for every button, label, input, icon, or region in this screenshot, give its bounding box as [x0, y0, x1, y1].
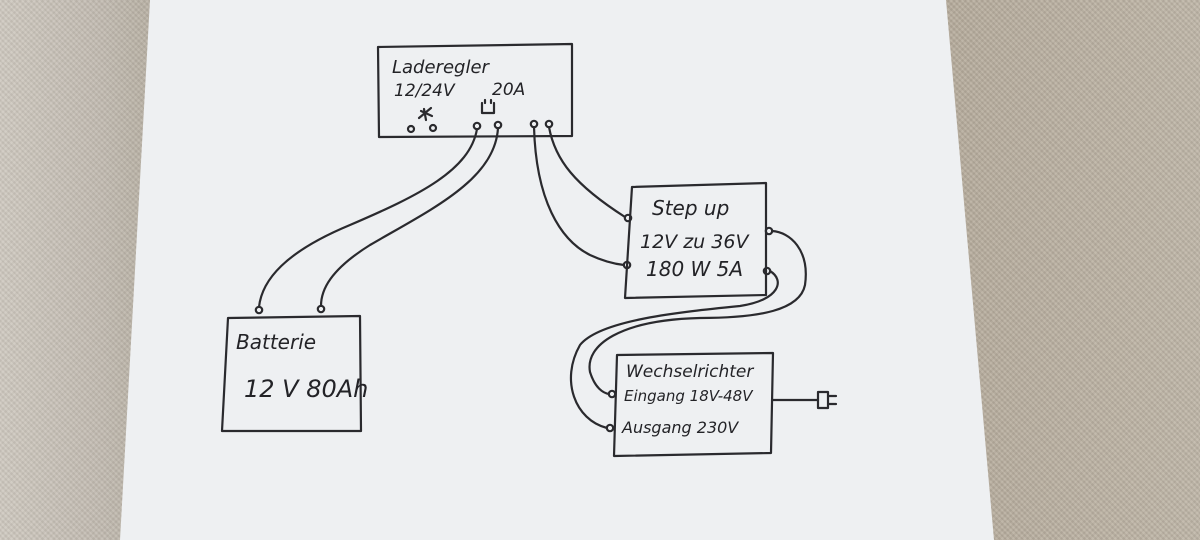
step-up-voltage: 12V zu 36V	[640, 231, 750, 253]
battery-box: Batterie 12 V 80Ah	[220, 304, 368, 433]
charge-controller-current: 20A	[492, 80, 525, 100]
wire-controller-stepup-2	[532, 125, 626, 267]
wires	[257, 125, 820, 430]
wire-controller-battery-2	[319, 126, 500, 308]
paper-sheet	[120, 0, 994, 540]
plug-icon	[816, 390, 838, 410]
solar-panel-icon	[417, 106, 434, 122]
charge-controller-voltage: 12/24V	[394, 81, 456, 101]
step-up-box: Step up 12V zu 36V 180 W 5A	[622, 181, 774, 300]
inverter-input: Eingang 18V-48V	[624, 387, 754, 405]
charge-controller-box: Laderegler 12/24V 20A	[376, 42, 574, 139]
battery-icon	[480, 98, 496, 115]
charge-controller-label: Laderegler	[392, 57, 491, 78]
battery-label: Batterie	[236, 330, 316, 354]
battery-spec: 12 V 80Ah	[244, 375, 368, 403]
inverter-box: Wechselrichter Eingang 18V-48V Ausgang 2…	[605, 351, 775, 458]
wire-controller-stepup-1	[547, 125, 627, 219]
wire-stepup-inverter-1	[588, 229, 807, 396]
wire-controller-battery-1	[257, 127, 479, 309]
wire-stepup-inverter-2	[569, 269, 779, 430]
step-up-power: 180 W 5A	[646, 257, 743, 281]
inverter-label: Wechselrichter	[626, 362, 754, 382]
inverter-output: Ausgang 230V	[621, 418, 739, 437]
step-up-label: Step up	[652, 196, 729, 220]
